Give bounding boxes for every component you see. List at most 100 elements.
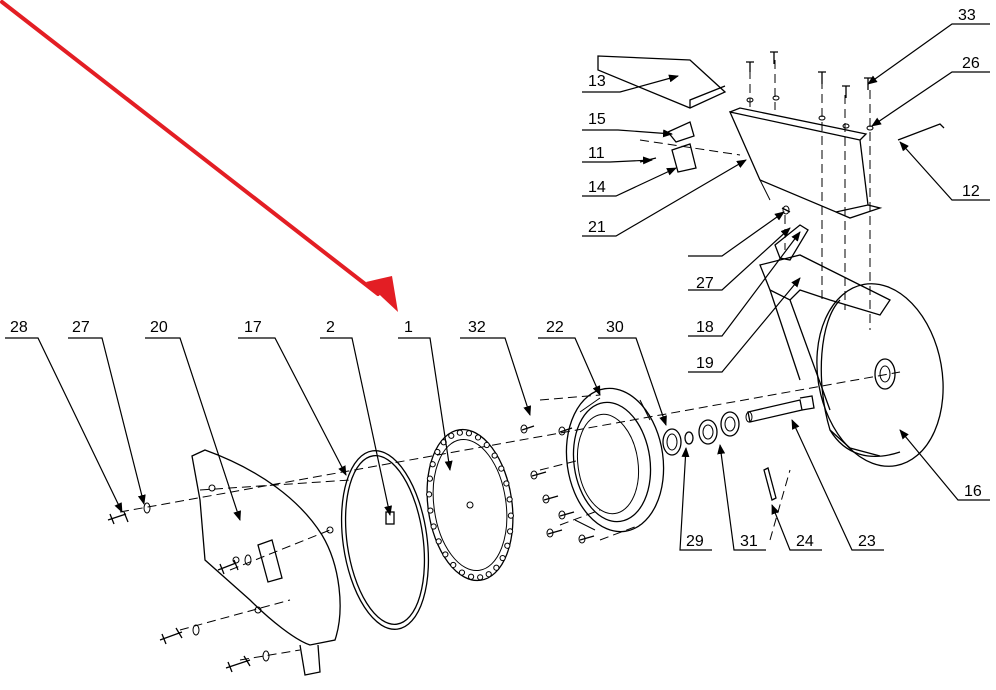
callout-21: 21 xyxy=(588,219,606,236)
leader-32 xyxy=(688,211,785,257)
leader-25 xyxy=(5,337,123,513)
leader-31 xyxy=(460,337,532,416)
part-20-cover-plate xyxy=(191,449,341,676)
disc-tooth xyxy=(493,564,500,571)
leader-27-left xyxy=(68,337,146,505)
part-17-ring xyxy=(340,450,430,630)
part-21-hopper xyxy=(728,107,883,219)
callout-27-mid: 27 xyxy=(696,275,714,292)
callout-25: 28 xyxy=(10,319,28,336)
callout-22: 22 xyxy=(546,319,564,336)
leader-29 xyxy=(598,337,667,426)
leader-19 xyxy=(688,277,801,373)
disc-tooth xyxy=(429,461,436,468)
leader-30 xyxy=(717,444,766,551)
leader-20 xyxy=(145,337,241,521)
part-24-key xyxy=(763,467,777,501)
callout-20: 20 xyxy=(150,319,168,336)
bolts-25-left xyxy=(107,502,270,673)
callout-12: 12 xyxy=(962,183,980,200)
callout-15: 15 xyxy=(588,111,606,128)
callout-16: 16 xyxy=(964,483,982,500)
leader-26 xyxy=(871,71,990,127)
callout-18: 18 xyxy=(696,319,714,336)
part-15-latch xyxy=(666,121,695,143)
disc-tooth xyxy=(442,551,449,558)
callout-19: 19 xyxy=(696,355,714,372)
disc-tooth xyxy=(474,434,482,441)
disc-tooth xyxy=(456,429,463,436)
disc-tooth xyxy=(426,475,434,482)
callout-31: 32 xyxy=(468,319,486,336)
leader-17 xyxy=(238,337,347,476)
callout-33: 33 xyxy=(958,7,976,24)
part-12-wire xyxy=(897,123,945,141)
highlight-arrow xyxy=(0,0,398,312)
callout-30: 31 xyxy=(740,533,758,550)
leader-18 xyxy=(688,231,801,337)
leader-23 xyxy=(791,419,884,551)
leader-1 xyxy=(398,337,453,471)
disc-tooth xyxy=(458,569,466,576)
leader-16 xyxy=(899,429,990,501)
callout-14: 14 xyxy=(588,179,606,196)
disc-tooth xyxy=(435,538,442,545)
part-23-shaft xyxy=(745,395,815,423)
disc-tooth xyxy=(491,452,498,459)
part-22-flange xyxy=(565,387,665,533)
disc-tooth xyxy=(507,512,514,519)
disc-tooth xyxy=(506,496,513,503)
screws-33 xyxy=(746,51,874,131)
disc-tooth xyxy=(498,465,505,472)
leader-12 xyxy=(899,141,990,201)
leader-lines xyxy=(5,23,990,551)
part-14-clip xyxy=(671,143,697,173)
disc-tooth xyxy=(503,480,510,487)
part-28-circlip xyxy=(684,431,694,445)
callout-11: 11 xyxy=(588,145,605,162)
disc-tooth xyxy=(504,542,511,549)
part-16-housing xyxy=(816,283,944,467)
callout-2: 2 xyxy=(326,319,335,336)
disc-tooth xyxy=(485,571,492,578)
disc-tooth xyxy=(434,448,441,456)
callout-23: 23 xyxy=(858,533,876,550)
callout-labels: 28 27 20 17 2 1 32 22 30 29 31 24 23 16 … xyxy=(10,7,982,550)
callout-17: 17 xyxy=(244,319,262,336)
leader-28 xyxy=(679,447,712,551)
leader-24 xyxy=(771,504,822,551)
callout-26: 26 xyxy=(962,55,980,72)
callout-13: 13 xyxy=(588,73,606,90)
leader-21 xyxy=(582,159,747,237)
part-32-screw xyxy=(781,205,791,215)
part-19-bracket xyxy=(759,254,891,411)
disc-tooth xyxy=(426,491,433,498)
leader-14 xyxy=(582,167,677,197)
part-18-agitator xyxy=(774,224,809,261)
disc-tooth xyxy=(450,561,457,569)
leader-15 xyxy=(582,129,673,138)
disc-tooth xyxy=(430,523,437,530)
disc-tooth xyxy=(427,507,434,514)
disc-tooth xyxy=(477,574,484,581)
part-1-seed-disc xyxy=(426,428,514,582)
disc-tooth xyxy=(465,430,473,437)
callout-1: 1 xyxy=(404,319,413,336)
part-30-bearings xyxy=(698,411,740,445)
disc-tooth xyxy=(467,573,475,580)
leader-22 xyxy=(538,337,601,396)
bolts-31 xyxy=(520,424,595,544)
disc-tooth xyxy=(499,554,506,562)
leader-27-mid xyxy=(688,227,791,291)
disc-tooth xyxy=(483,441,490,449)
disc-tooth xyxy=(448,432,455,439)
callout-28: 29 xyxy=(686,533,704,550)
leader-13 xyxy=(582,74,679,93)
leader-2 xyxy=(320,337,393,516)
leader-33 xyxy=(867,23,990,85)
part-13-lid xyxy=(597,55,727,109)
callout-29: 30 xyxy=(606,319,624,336)
assembly-axis xyxy=(119,60,901,661)
